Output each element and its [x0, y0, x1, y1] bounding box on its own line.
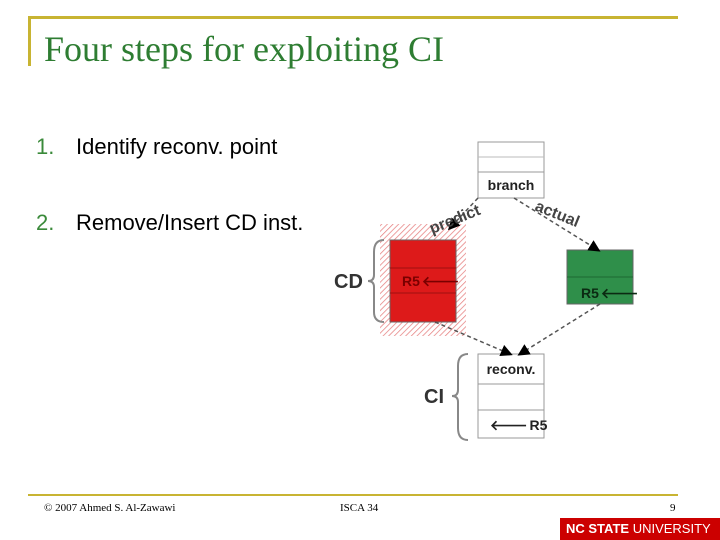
footer-venue: ISCA 34: [340, 502, 379, 514]
left-arrow-icon: 🡐: [490, 417, 528, 433]
cd-brace: [367, 239, 385, 323]
r5-actual-label: R5🡐: [581, 285, 638, 301]
bullet-number: 2.: [36, 210, 55, 235]
ncsu-logo: NC STATE UNIVERSITY: [560, 518, 720, 540]
logo-bold: NC STATE: [566, 521, 630, 536]
logo-light: UNIVERSITY: [629, 521, 711, 536]
branch-label: branch: [488, 177, 535, 193]
title-frame-top: [28, 16, 678, 19]
actual-label: actual: [533, 198, 582, 231]
reconv-label: reconv.: [487, 361, 536, 377]
cd-label: CD: [334, 271, 363, 293]
bullet-number: 1.: [36, 134, 55, 159]
left-arrow-icon: 🡐: [601, 285, 639, 301]
reconv-block: reconv. 🡐R5: [477, 353, 548, 439]
ci-brace: [451, 353, 469, 441]
bullet-text: Identify reconv. point: [76, 134, 278, 159]
predicted-path-block: R5🡐: [389, 239, 459, 323]
actual-arrow: [513, 197, 601, 252]
ci-label: CI: [424, 386, 444, 408]
branch-block: branch: [477, 141, 545, 199]
footer-divider: [28, 494, 678, 496]
footer-page-number: 9: [670, 502, 676, 514]
bullet-1: 1. Identify reconv. point: [36, 134, 277, 160]
r5-inserted-label: 🡐R5: [490, 417, 548, 433]
title-frame-left: [28, 16, 31, 66]
bullet-text: Remove/Insert CD inst.: [76, 210, 304, 235]
r5-predicted-label: R5🡐: [402, 273, 459, 289]
left-arrow-icon: 🡐: [422, 273, 460, 289]
actual-to-reconv-arrow: [517, 303, 601, 356]
actual-path-block: R5🡐: [566, 249, 638, 305]
slide-title: Four steps for exploiting CI: [44, 29, 444, 69]
footer-copyright: © 2007 Ahmed S. Al-Zawawi: [44, 502, 176, 514]
bullet-2: 2. Remove/Insert CD inst.: [36, 210, 303, 236]
